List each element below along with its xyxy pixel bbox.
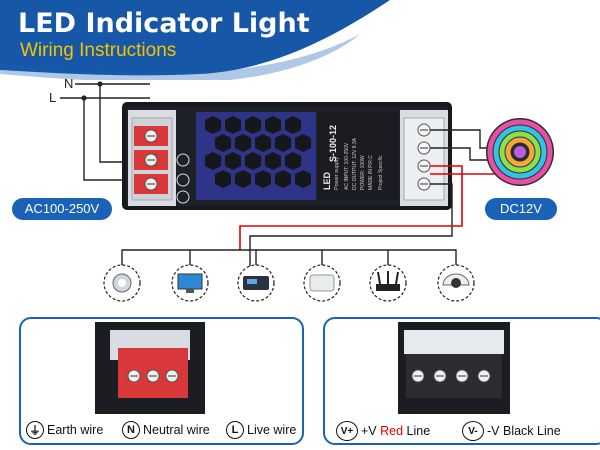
- dc-wiring-panel: [323, 317, 600, 445]
- psu-spec-1: AC INPUT: 100-250V: [344, 142, 350, 190]
- led-spotlight-icon: [103, 264, 141, 302]
- live-wire-label: L: [49, 90, 57, 105]
- ac-wiring-panel: [19, 317, 304, 445]
- router-box-icon: [237, 264, 275, 302]
- negative-legend-prefix: -V: [487, 424, 503, 438]
- live-icon: L: [226, 421, 244, 439]
- earth-legend-item: ⏚ Earth wire: [26, 421, 103, 439]
- neutral-icon: N: [122, 421, 140, 439]
- power-supply-label: LED Power supply S-100-12 AC INPUT: 100-…: [322, 125, 384, 190]
- v-minus-icon: V-: [462, 421, 484, 441]
- psu-project: Project Specific: [378, 155, 384, 190]
- neutral-legend-item: N Neutral wire: [122, 421, 210, 439]
- page-title: LED Indicator Light: [18, 8, 310, 39]
- monitor-icon: [171, 264, 209, 302]
- earth-icon: ⏚: [26, 421, 44, 439]
- dc-terminal-closeup: [398, 322, 510, 414]
- device-icons: [103, 264, 475, 302]
- v-plus-icon: V+: [336, 421, 358, 441]
- psu-spec-3: POWER: 100W: [360, 155, 366, 190]
- negative-legend-suffix: Black Line: [502, 424, 561, 438]
- psu-brand-ps: Power supply: [334, 157, 340, 190]
- positive-legend-suffix: Line: [403, 424, 431, 438]
- psu-spec-2: DC OUTPUT: 12V 8.3A: [352, 137, 358, 190]
- led-strip-reel: [486, 118, 554, 186]
- page-subtitle: Wiring Instructions: [20, 40, 177, 61]
- device-wires: [121, 249, 457, 268]
- access-point-icon: [303, 264, 341, 302]
- psu-brand-led: LED: [322, 171, 332, 190]
- psu-spec-4: MADE IN P.R.C: [368, 155, 374, 190]
- power-supply-unit: [122, 102, 452, 210]
- output-voltage-badge: DC12V: [485, 198, 557, 220]
- neutral-legend-text: Neutral wire: [143, 423, 210, 437]
- ac-terminal-closeup: [95, 322, 205, 414]
- neutral-wire-label: N: [64, 76, 74, 91]
- earth-legend-text: Earth wire: [47, 423, 104, 437]
- neutral-junction: [97, 81, 103, 87]
- wifi-router-icon: [369, 264, 407, 302]
- psu-model: S-100-12: [328, 125, 338, 162]
- live-legend-item: L Live wire: [226, 421, 296, 439]
- positive-legend-item: V+ +V Red Line: [336, 421, 430, 441]
- live-junction: [81, 95, 87, 101]
- positive-legend-prefix: +V: [361, 424, 381, 438]
- live-legend-text: Live wire: [247, 423, 297, 437]
- header-banner: [0, 0, 390, 80]
- input-voltage-badge: AC100-250V: [12, 198, 112, 220]
- positive-legend-color: Red: [380, 424, 404, 438]
- security-camera-icon: [437, 264, 475, 302]
- negative-legend-item: V- -V Black Line: [462, 421, 561, 441]
